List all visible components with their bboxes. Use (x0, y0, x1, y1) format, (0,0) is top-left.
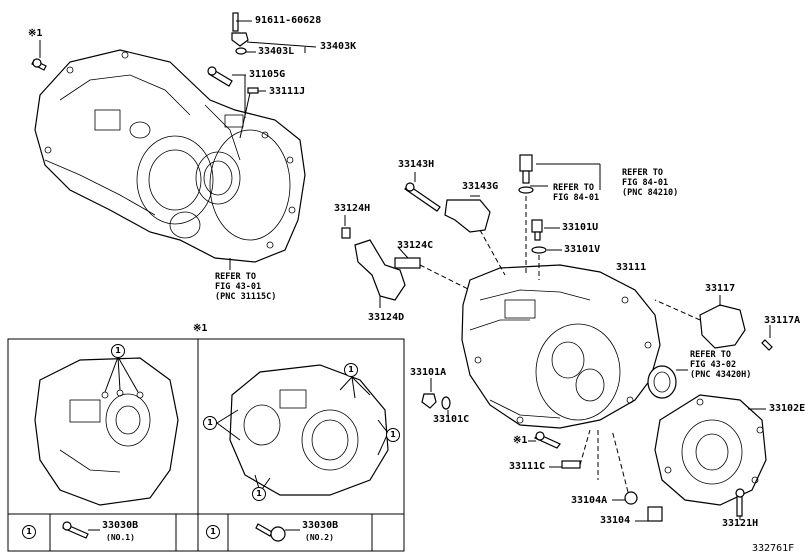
ref-fig-84-01[interactable]: REFER TO FIG 84-01 (553, 183, 600, 203)
label-33403K[interactable]: 33403K (320, 41, 357, 52)
label-33111J[interactable]: 33111J (269, 86, 306, 97)
label-33104A[interactable]: 33104A (571, 495, 608, 506)
legend-no2: (NO.2) (305, 533, 334, 542)
clutch-housing-drawing (34, 49, 306, 270)
bracket-parts (404, 172, 506, 276)
top-small-parts (31, 12, 317, 94)
lower-small-parts (421, 378, 745, 522)
label-33104[interactable]: 33104 (600, 515, 631, 526)
mark-x1-box: ※1 (193, 323, 208, 334)
label-33124H[interactable]: 33124H (334, 203, 371, 214)
circled-1-marker: 1 (203, 416, 217, 430)
legend-case-no2 (216, 364, 389, 496)
label-33101C[interactable]: 33101C (433, 414, 470, 425)
ref-line-2: FIG 84-01 (622, 178, 669, 188)
circled-1-legend: 1 (206, 525, 220, 539)
label-33102E[interactable]: 33102E (769, 403, 806, 414)
label-31105G[interactable]: 31105G (249, 69, 286, 80)
label-33117[interactable]: 33117 (705, 283, 736, 294)
label-33030B-no2[interactable]: 33030B (302, 520, 339, 531)
figure-id: 332761F (752, 543, 795, 554)
circled-1-legend: 1 (22, 525, 36, 539)
label-33111C[interactable]: 33111C (509, 461, 546, 472)
circled-1-marker: 1 (111, 344, 125, 358)
label-33101U[interactable]: 33101U (562, 222, 599, 233)
label-33030B-no1[interactable]: 33030B (102, 520, 139, 531)
mark-x1-bolt: ※1 (513, 435, 528, 446)
transmission-case-drawing (461, 264, 661, 429)
ref-fig-43-01[interactable]: REFER TO FIG 43-01 (PNC 31115C) (215, 272, 277, 302)
legend-housing-no1 (34, 356, 179, 506)
legend-no1: (NO.1) (106, 533, 135, 542)
legend-boxes (7, 338, 405, 552)
label-33143H[interactable]: 33143H (398, 159, 435, 170)
label-33101V[interactable]: 33101V (564, 244, 601, 255)
label-33124C[interactable]: 33124C (397, 240, 434, 251)
legend-bolts (62, 521, 300, 542)
label-33403L[interactable]: 33403L (258, 46, 295, 57)
ref-line-3: (PNC 84210) (622, 188, 679, 198)
ref-line-1: REFER TO (622, 168, 663, 178)
label-91611-60628[interactable]: 91611-60628 (255, 15, 322, 26)
label-33101A[interactable]: 33101A (410, 367, 447, 378)
ref-fig-43-02[interactable]: REFER TO FIG 43-02 (PNC 43420H) (690, 350, 752, 380)
shift-lever-parts (341, 215, 471, 308)
label-33143G[interactable]: 33143G (462, 181, 499, 192)
mark-x1-top: ※1 (28, 28, 43, 39)
circled-1-marker: 1 (344, 363, 358, 377)
label-33121H[interactable]: 33121H (722, 518, 759, 529)
label-33111[interactable]: 33111 (616, 262, 647, 273)
oil-seal-drawing (647, 365, 688, 399)
label-33124D[interactable]: 33124D (368, 312, 405, 323)
right-bracket-parts (654, 295, 773, 351)
sensor-parts (518, 154, 601, 280)
circled-1-marker: 1 (386, 428, 400, 442)
circled-1-marker: 1 (252, 487, 266, 501)
label-33117A[interactable]: 33117A (764, 315, 801, 326)
extension-housing-drawing (654, 394, 767, 506)
